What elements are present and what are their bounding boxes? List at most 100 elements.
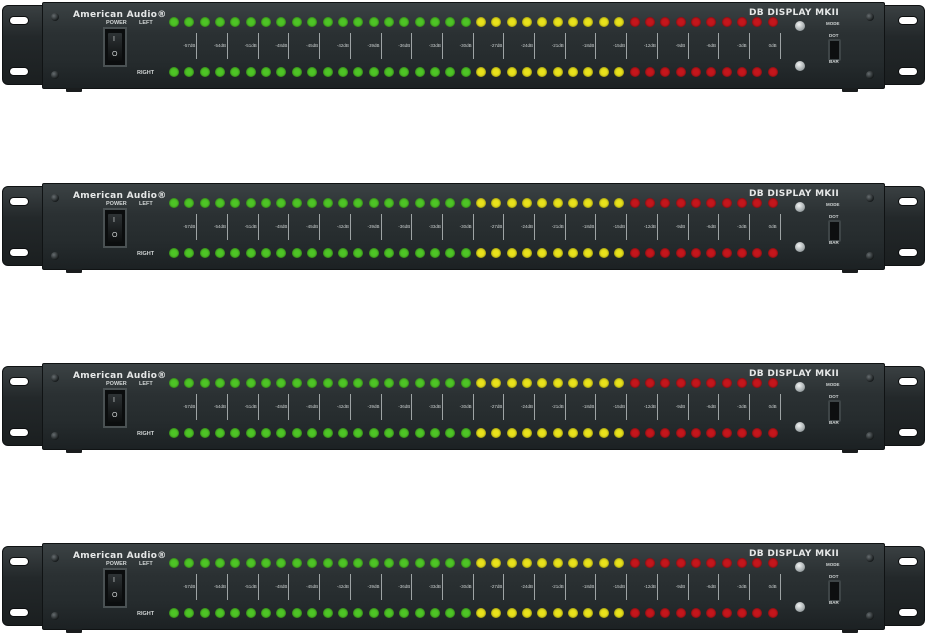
led-right (706, 67, 717, 77)
led-left (506, 17, 517, 27)
led-left (230, 558, 241, 568)
scale-divider (718, 394, 720, 420)
left-channel-label: LEFT (139, 561, 153, 567)
led-left (429, 378, 440, 388)
scale-label: -21dB (551, 43, 564, 48)
scale-divider (595, 394, 597, 420)
led-right (660, 248, 671, 258)
scale-label: -30dB (459, 584, 472, 589)
scale-divider (472, 574, 474, 600)
led-right (337, 428, 348, 438)
led-left (721, 198, 732, 208)
scale-label: -18dB (582, 224, 595, 229)
scale-label: -6dB (706, 404, 716, 409)
led-right (583, 248, 594, 258)
led-left (429, 198, 440, 208)
led-left (522, 198, 533, 208)
led-left (199, 198, 210, 208)
led-left (245, 17, 256, 27)
led-left (307, 558, 318, 568)
led-right (690, 608, 701, 618)
scale-divider (441, 574, 443, 600)
scale-label: -15dB (613, 43, 626, 48)
led-right (583, 608, 594, 618)
panel-screw (866, 194, 874, 202)
scale-label: -48dB (275, 404, 288, 409)
led-left (276, 17, 287, 27)
scale-divider (472, 214, 474, 240)
scale-divider (380, 394, 382, 420)
led-right (184, 67, 195, 77)
led-right (307, 428, 318, 438)
mode-switch[interactable] (828, 39, 841, 61)
scale-divider (534, 214, 536, 240)
led-left (383, 378, 394, 388)
led-left (291, 378, 302, 388)
mode-label: MODE (826, 202, 840, 207)
led-left (337, 17, 348, 27)
led-left (644, 558, 655, 568)
led-right (752, 67, 763, 77)
led-right (476, 608, 486, 618)
led-right (675, 67, 686, 77)
led-right (291, 608, 302, 618)
led-left (491, 378, 502, 388)
led-left (307, 198, 318, 208)
led-left (598, 17, 609, 27)
led-left (537, 198, 548, 208)
scale-label: -3dB (737, 224, 747, 229)
led-right (399, 428, 410, 438)
scale-label: -42dB (336, 404, 349, 409)
led-right (429, 248, 440, 258)
led-right (537, 428, 548, 438)
mode-switch[interactable] (828, 400, 841, 422)
led-right (322, 67, 333, 77)
left-channel-label: LEFT (139, 20, 153, 26)
led-left (752, 17, 763, 27)
scale-label: -33dB (428, 43, 441, 48)
scale-label: -27dB (490, 224, 503, 229)
led-right (353, 608, 364, 618)
scale-label: -18dB (582, 584, 595, 589)
scale-divider (319, 574, 321, 600)
scale-label: -36dB (398, 43, 411, 48)
led-left (199, 558, 210, 568)
mode-switch[interactable] (828, 580, 841, 602)
scale-divider (564, 394, 566, 420)
mode-switch[interactable] (828, 220, 841, 242)
scale-label: -39dB (367, 43, 380, 48)
led-right (721, 248, 732, 258)
led-left (322, 198, 333, 208)
led-left (414, 378, 425, 388)
led-right (353, 67, 364, 77)
led-right (383, 608, 394, 618)
led-right (491, 67, 502, 77)
scale-divider (626, 574, 628, 600)
led-left (522, 558, 533, 568)
led-right (736, 248, 747, 258)
scale-divider (779, 394, 781, 420)
scale-label: -48dB (275, 43, 288, 48)
led-left (184, 558, 195, 568)
led-right (644, 608, 655, 618)
scale-label: -42dB (336, 43, 349, 48)
scale-divider (411, 214, 413, 240)
led-left (184, 198, 195, 208)
scale-label: 0dB (768, 224, 777, 229)
led-left (445, 17, 456, 27)
led-left (506, 378, 517, 388)
led-left (476, 17, 486, 27)
led-right (522, 608, 533, 618)
scale-divider (411, 394, 413, 420)
scale-label: -27dB (490, 43, 503, 48)
